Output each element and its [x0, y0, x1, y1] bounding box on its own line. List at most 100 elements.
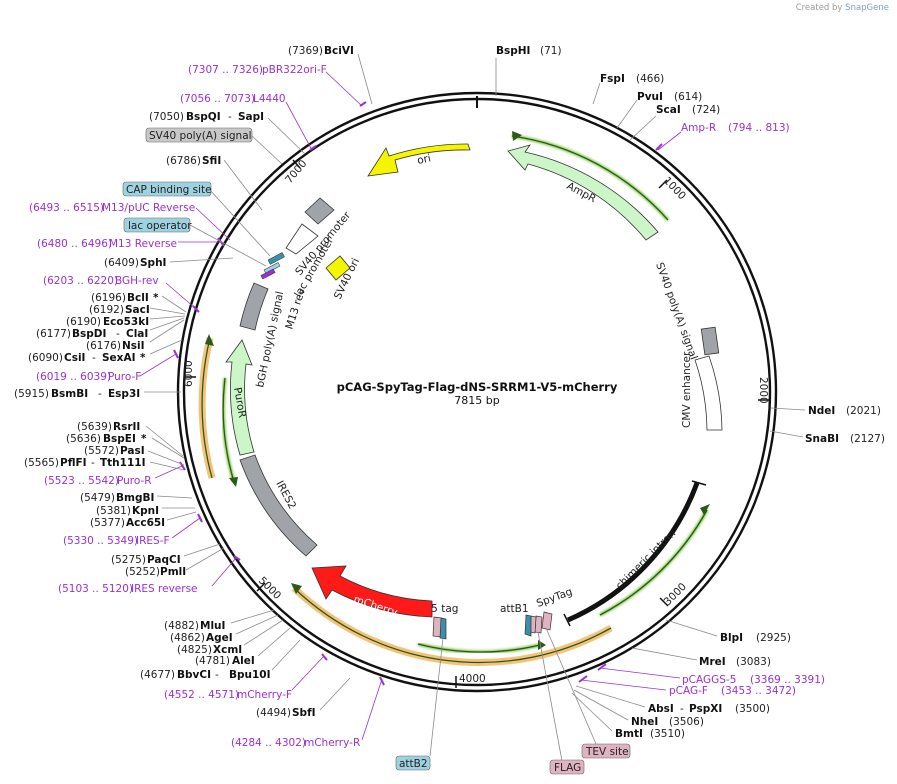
enzyme-nhei[interactable]: NheI (3506) — [573, 689, 704, 728]
svg-text:BsmBI: BsmBI — [51, 388, 88, 400]
enzyme-sbfi[interactable]: (4494) SbfI — [256, 677, 351, 719]
enzyme-pvui[interactable]: PvuI (614) — [616, 91, 702, 129]
primer-puro-f[interactable]: (6019 .. 6039) Puro-F — [36, 349, 179, 383]
svg-text:Amp-R: Amp-R — [681, 122, 716, 134]
svg-text:MluI: MluI — [200, 620, 225, 632]
bgh-polya-box[interactable] — [239, 282, 269, 331]
primer-amp-r[interactable]: Amp-R (794 .. 813) — [655, 122, 790, 151]
enzyme-bspqi-sapi[interactable]: (7050) BspQI - SapI — [149, 111, 306, 155]
feature-lac-operator-box[interactable]: lac operator — [123, 217, 267, 267]
primer-m13-puc-reverse[interactable]: (6493 .. 6515) M13/pUC Reverse — [29, 202, 231, 241]
enzyme-xcmi[interactable]: (4825) XcmI — [177, 619, 284, 656]
enzyme-pmli[interactable]: (5252) PmlI — [125, 547, 225, 578]
enzyme-ndei[interactable]: NdeI (2021) — [770, 405, 881, 417]
cap-binding-site-marker[interactable] — [267, 252, 285, 265]
enzyme-eco53ki[interactable]: (6190) Eco53kI — [66, 315, 186, 328]
svg-text:IRES reverse: IRES reverse — [131, 583, 198, 595]
enzyme-pflfi-tth111i[interactable]: (5565) PflFI - Tth111I — [24, 457, 185, 471]
svg-text:BlpI: BlpI — [720, 632, 743, 644]
mcherry-arrow[interactable] — [311, 565, 433, 618]
enzyme-kpni[interactable]: (5381) KpnI — [96, 505, 195, 517]
svg-text:*: * — [153, 292, 159, 304]
chimeric-intron-bar[interactable] — [566, 482, 700, 623]
enzyme-pasi[interactable]: (5572) PasI — [84, 445, 185, 466]
spytag-marker[interactable] — [541, 611, 553, 631]
enzyme-bcli[interactable]: (6196) BclI * — [91, 292, 187, 313]
enzyme-alei[interactable]: (4781) AleI — [195, 627, 291, 667]
enzyme-blpi[interactable]: BlpI (2925) — [665, 619, 791, 644]
feature-tev-site-box[interactable]: TEV site — [545, 627, 631, 759]
svg-text:PspXI: PspXI — [689, 703, 722, 715]
ori-arrow[interactable] — [367, 143, 471, 177]
enzyme-snabi[interactable]: SnaBI (2127) — [769, 430, 885, 445]
attb1-marker[interactable] — [524, 614, 532, 637]
svg-text:(4882): (4882) — [164, 620, 199, 632]
enzyme-rsrii[interactable]: (5639) RsrII — [77, 421, 184, 457]
primer-m13-reverse[interactable]: (6480 .. 6496) M13 Reverse — [37, 237, 225, 250]
tick-label-1000: 1000 — [661, 175, 688, 203]
primer-ires-reverse[interactable]: (5103 .. 5120) IRES reverse — [58, 555, 241, 595]
feature-attb2-box[interactable]: attB2 — [395, 637, 444, 771]
svg-text:SfiI: SfiI — [202, 155, 221, 167]
primer-puro-r[interactable]: (5523 .. 5542) Puro-R — [44, 461, 186, 487]
attb2-marker[interactable] — [439, 617, 447, 640]
enzyme-bsmbi-esp3i[interactable]: (5915) BsmBI - Esp3I — [14, 388, 181, 400]
primer-pcag-f[interactable]: pCAG-F (3453 .. 3472) — [578, 675, 796, 697]
feature-flag-box[interactable]: FLAG — [537, 631, 585, 775]
sv40-polya-right[interactable] — [700, 326, 720, 356]
svg-text:(6090): (6090) — [28, 352, 63, 364]
primer-pcaggs-5[interactable]: pCAGGS-5 (3369 .. 3391) — [597, 663, 825, 686]
primer-mcherry-r[interactable]: (4284 .. 4302) mCherry-R — [231, 676, 385, 749]
svg-text:(466): (466) — [636, 73, 664, 85]
enzyme-bspdi-clai[interactable]: (6177) BspDI - ClaI — [36, 317, 185, 340]
enzyme-bspei[interactable]: (5636) BspEI * — [66, 433, 185, 459]
svg-text:SnaBI: SnaBI — [805, 433, 839, 445]
svg-text:(5915): (5915) — [14, 388, 49, 400]
enzyme-sfii[interactable]: (6786) SfiI — [166, 155, 263, 211]
feature-sv40-polya-box[interactable]: SV40 poly(A) signal — [145, 127, 283, 165]
enzyme-saci[interactable]: (6192) SacI — [89, 304, 186, 316]
enzyme-nsii[interactable]: (6176) NsiI — [86, 319, 185, 352]
sv40-promoter-arrow[interactable] — [285, 223, 319, 255]
enzyme-absi-pspxi[interactable]: AbsI - PspXI (3500) — [575, 685, 770, 715]
enzyme-agei[interactable]: (4862) AgeI — [170, 614, 279, 644]
enzyme-fspi[interactable]: FspI (466) — [592, 73, 664, 105]
svg-text:BclI: BclI — [127, 292, 149, 304]
svg-text:(2021): (2021) — [846, 405, 881, 417]
enzyme-bcivi[interactable]: (7369) BciVI — [288, 45, 373, 105]
svg-text:(4677): (4677) — [140, 669, 175, 681]
enzyme-bmgbi[interactable]: (5479) BmgBI — [80, 492, 193, 504]
sv40-ori-box[interactable] — [325, 255, 351, 281]
primer-bgh-rev[interactable]: (6203 .. 6220) BGH-rev — [43, 275, 200, 313]
enzyme-sphi[interactable]: (6409) SphI — [104, 257, 234, 269]
ires2-box[interactable] — [239, 454, 318, 557]
enzyme-bsphi[interactable]: BspHI (71) — [495, 45, 562, 96]
enzyme-acc65i[interactable]: (5377) Acc65I — [90, 511, 197, 529]
svg-text:(5377): (5377) — [90, 517, 125, 529]
primer-l4440[interactable]: (7056 .. 7073) L4440 — [180, 93, 317, 151]
enzyme-csii-sexai[interactable]: (6090) CsiI - SexAI * — [28, 339, 183, 364]
svg-text:(6196): (6196) — [91, 292, 126, 304]
enzyme-brei[interactable]: MreI (3083) — [631, 647, 771, 668]
spytag-label: SpyTag — [535, 586, 574, 610]
tick-label-3000: 3000 — [662, 581, 689, 608]
enzyme-mlui[interactable]: (4882) MluI — [164, 609, 275, 632]
svg-text:(5103 .. 5120): (5103 .. 5120) — [58, 583, 133, 595]
primer-mcherry-f[interactable]: (4552 .. 4571) mCherry-F — [164, 653, 328, 701]
svg-text:(6190): (6190) — [66, 316, 101, 328]
primer-pbr322ori-f[interactable]: (7307 .. 7326) pBR322ori-F — [188, 64, 367, 107]
svg-text:CsiI: CsiI — [64, 352, 85, 364]
enzyme-bmti[interactable]: BmtI (3510) — [571, 692, 685, 740]
feature-cap-binding-site-box[interactable]: CAP binding site — [122, 181, 271, 257]
svg-text:SbfI: SbfI — [292, 707, 316, 719]
enzyme-bbvci-bpu10i[interactable]: (4677) BbvCI - Bpu10I — [140, 639, 301, 681]
enzyme-paqci[interactable]: (5275) PaqCI — [111, 543, 221, 566]
enzyme-scai[interactable]: ScaI (724) — [629, 104, 720, 141]
sv40-promoter-grey[interactable] — [304, 197, 335, 225]
puror-arrow[interactable] — [225, 339, 255, 456]
primer-ires-f[interactable]: (5330 .. 5349) IRES-F — [63, 513, 203, 547]
ampr-arrow[interactable] — [507, 144, 659, 241]
m13-rev-marker[interactable] — [260, 268, 276, 280]
svg-text:(6493 .. 6515): (6493 .. 6515) — [29, 202, 104, 214]
cmv-enhancer-box[interactable] — [694, 355, 723, 431]
